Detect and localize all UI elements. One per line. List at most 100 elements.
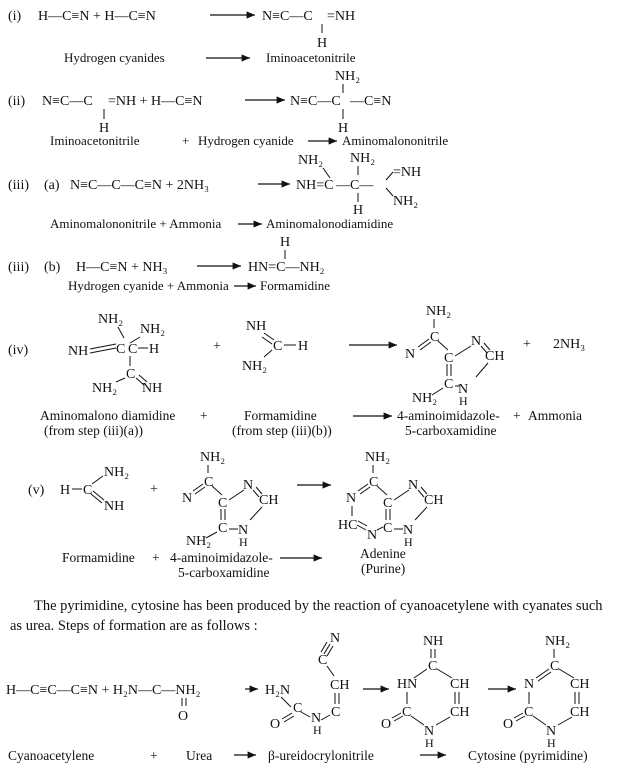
caption-reactant2-note: (from step (iii)(b)) — [232, 423, 332, 438]
plus-sign: + — [150, 482, 158, 497]
svg-text:C: C — [383, 521, 392, 536]
reactants: N≡C—C—C≡N + 2NH₃ — [70, 178, 209, 193]
plus-sign: + — [523, 337, 531, 352]
caption-reactant2: 4-aminoimidazole- — [170, 550, 273, 565]
product: HN=C—NH₂ — [248, 260, 325, 275]
step-label: (v) — [28, 483, 45, 498]
step-label: (ii) — [8, 94, 25, 109]
step-iii-a: (iii) (a) N≡C—C—C≡N + 2NH₃ NH₂ NH₂ =NH N… — [8, 151, 421, 231]
caption-product-2: 5-carboxamidine — [405, 423, 496, 438]
svg-text:CH: CH — [570, 705, 589, 720]
svg-text:CH: CH — [259, 493, 278, 508]
svg-text:NH₂: NH₂ — [412, 391, 437, 406]
h-atom: H — [317, 36, 327, 51]
ammonia: 2NH₃ — [553, 337, 585, 352]
product-chain: N≡C—C — [262, 9, 313, 24]
svg-text:N: N — [546, 724, 556, 739]
svg-text:C: C — [383, 496, 392, 511]
h-atom: H — [338, 121, 348, 136]
reactants: H—C≡N + H—C≡N — [38, 9, 156, 24]
aminoimidazole-carboxamidine-structure: NH₂ C N C C N CH N H NH₂ — [182, 450, 278, 549]
caption-reactants: Aminomalononitrile + Ammonia — [50, 216, 221, 231]
h-atom: H — [280, 235, 290, 250]
svg-text:O: O — [270, 717, 280, 732]
svg-text:N: N — [330, 631, 340, 646]
step-iv: (iv) NH₂ NH₂ NH C C H C NH₂ NH + NH — [8, 304, 585, 438]
caption-reactant: Hydrogen cyanides — [64, 50, 165, 65]
caption-product: Iminoacetonitrile — [266, 50, 356, 65]
bond — [322, 167, 331, 179]
step-label: (iii) — [8, 178, 29, 193]
svg-text:NH₂: NH₂ — [104, 465, 129, 480]
svg-text:O: O — [381, 717, 391, 732]
adenine-structure: NH₂ C N HC N C C N CH N H — [338, 450, 443, 549]
cytosine-structure: NH₂ C N CH C CH O N H — [503, 634, 589, 750]
svg-text:H: H — [404, 535, 413, 549]
svg-text:C: C — [524, 705, 533, 720]
product-left: NH=C — [296, 178, 333, 193]
svg-text:C: C — [83, 483, 92, 498]
amine-group: NH₂ — [335, 69, 360, 84]
caption-product: 4-aminoimidazole- — [397, 408, 500, 423]
caption-reactant1: Aminomalono diamidine — [40, 408, 175, 423]
step-sublabel: (a) — [44, 178, 60, 193]
svg-text:C: C — [428, 659, 437, 674]
caption-byproduct: Ammonia — [528, 408, 582, 423]
svg-text:C: C — [273, 339, 282, 354]
amine-left: NH₂ — [298, 153, 323, 168]
product-center: —C— — [335, 178, 374, 193]
reactants: H—C≡C—C≡N + H₂N—C—NH₂ — [6, 683, 201, 698]
svg-text:N: N — [524, 677, 534, 692]
svg-text:H₂N: H₂N — [265, 683, 290, 698]
caption-reactant2: Hydrogen cyanide — [198, 133, 294, 148]
caption-plus: + — [150, 748, 158, 763]
cytosine-paragraph: The pyrimidine, cytosine has been produc… — [10, 596, 616, 636]
plus-sign: + — [213, 339, 221, 354]
svg-text:N: N — [403, 523, 413, 538]
svg-text:C: C — [218, 521, 227, 536]
svg-text:NH₂: NH₂ — [545, 634, 570, 649]
caption-product-2: (Purine) — [361, 561, 405, 576]
svg-text:NH₂: NH₂ — [98, 312, 123, 327]
svg-text:H: H — [425, 736, 434, 750]
step-label: (iv) — [8, 343, 29, 358]
svg-text:C: C — [126, 367, 135, 382]
caption-product: Aminomalonodiamidine — [266, 216, 393, 231]
h-atom: H — [99, 121, 109, 136]
svg-text:N: N — [408, 478, 418, 493]
svg-text:H: H — [239, 535, 248, 549]
svg-text:CH: CH — [450, 677, 469, 692]
svg-text:H: H — [459, 394, 468, 408]
caption-product: Adenine — [360, 546, 406, 561]
svg-text:N: N — [238, 523, 248, 538]
svg-text:N: N — [405, 347, 415, 362]
caption-intermediate: β-ureidocrylonitrile — [268, 748, 374, 763]
svg-text:C: C — [402, 705, 411, 720]
svg-text:H: H — [313, 723, 322, 737]
svg-text:C: C — [116, 342, 125, 357]
caption-plus: + — [152, 550, 160, 565]
caption-urea: Urea — [186, 748, 212, 763]
formamidine-structure: NH C H NH₂ — [242, 319, 308, 374]
reactants: H—C≡N + NH₃ — [76, 260, 168, 275]
caption-reactant1: Iminoacetonitrile — [50, 133, 140, 148]
svg-text:NH₂: NH₂ — [426, 304, 451, 319]
svg-text:HC: HC — [338, 518, 357, 533]
svg-text:C: C — [550, 659, 559, 674]
svg-text:N: N — [367, 528, 377, 543]
h-atom: H — [353, 203, 363, 218]
caption-reactant1: Formamidine — [62, 550, 135, 565]
step-ii: (ii) N≡C—C =NH + H—C≡N H NH₂ N≡C—C —C≡N … — [8, 69, 448, 148]
svg-text:NH₂: NH₂ — [200, 450, 225, 465]
product-right: —C≡N — [349, 94, 391, 109]
step-v: (v) H C NH₂ NH + NH₂ C N C C N — [28, 450, 443, 580]
svg-text:NH₂: NH₂ — [186, 534, 211, 549]
svg-text:N: N — [424, 724, 434, 739]
formamidine-structure: H C NH₂ NH — [60, 465, 129, 514]
svg-text:NH: NH — [142, 381, 162, 396]
svg-text:C: C — [204, 475, 213, 490]
caption-plus: + — [200, 408, 208, 423]
svg-text:N: N — [346, 491, 356, 506]
paragraph-text: The pyrimidine, cytosine has been produc… — [10, 598, 603, 634]
